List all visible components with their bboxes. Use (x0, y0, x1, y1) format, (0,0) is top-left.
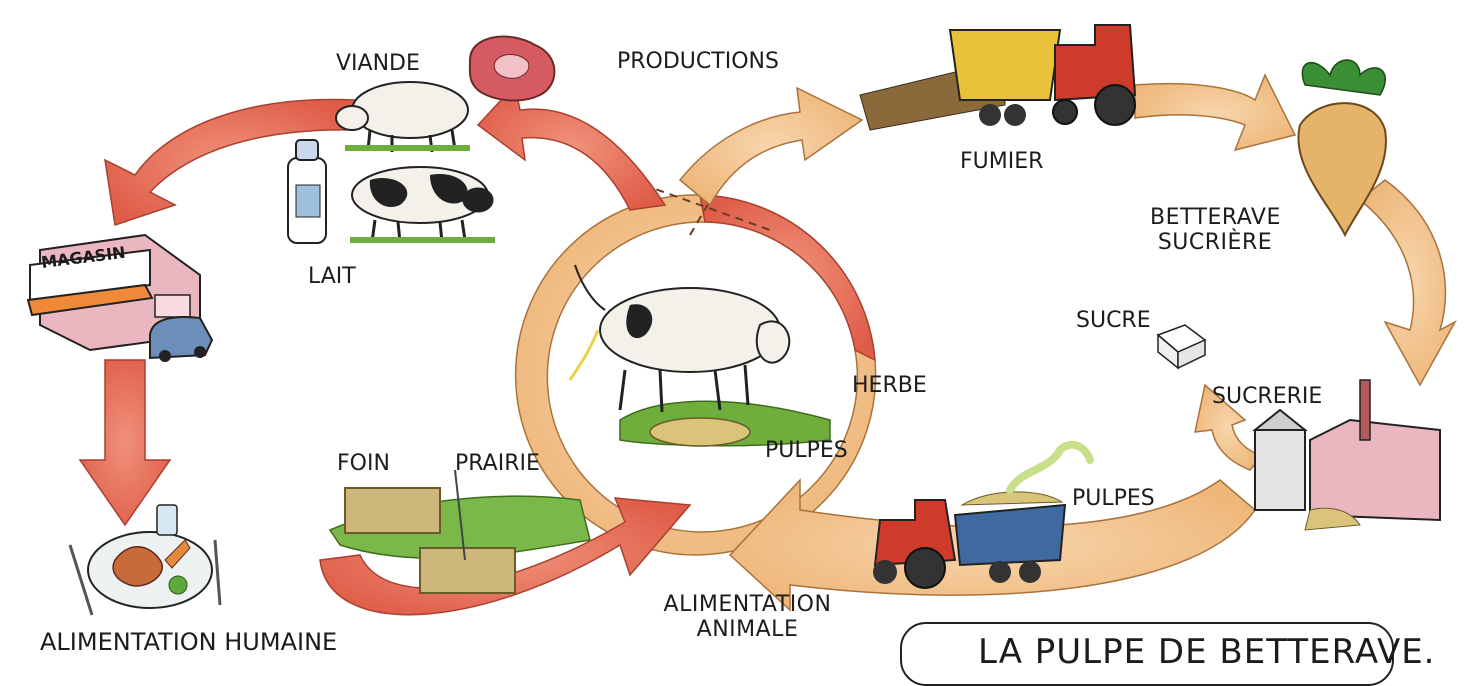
sugar-cube-illustration (1156, 324, 1207, 370)
label-herbe: HERBE (852, 373, 927, 398)
holstein-cow-illustration (350, 166, 495, 243)
arrow-magasin-to-alimentation-humaine (78, 359, 172, 527)
sugar-beet-pulp-cycle-diagram: VIANDE PRODUCTIONS FUMIER MAGASIN LAIT S… (26, 24, 1457, 656)
grazing-cow-illustration (568, 264, 831, 447)
arrow-productions-to-viande (476, 83, 667, 211)
label-prairie: PRAIRIE (455, 451, 540, 476)
meat-steak-illustration (468, 35, 556, 102)
label-sucrerie: SUCRERIE (1212, 384, 1322, 409)
white-cow-illustration (335, 81, 470, 153)
diagram-title: LA PULPE DE BETTERAVE. (978, 632, 1436, 672)
arrow-betterave-to-sucrerie (1358, 179, 1457, 387)
label-sucre: SUCRE (1076, 308, 1151, 333)
magasin-shop-illustration (26, 233, 214, 362)
label-betterave-sucriere: BETTERAVE SUCRIÈRE (1150, 205, 1281, 256)
arrow-fumier-to-betterave (1134, 73, 1297, 152)
sugar-beet-illustration (1297, 59, 1387, 238)
label-alimentation-humaine: ALIMENTATION HUMAINE (40, 628, 337, 656)
arrow-sucrerie-to-sucre (1194, 383, 1264, 471)
label-alimentation-animale: ALIMENTATION ANIMALE (663, 592, 832, 643)
label-pulpes-center: PULPES (765, 438, 848, 463)
pulp-tractor-illustration (873, 440, 1094, 589)
label-productions: PRODUCTIONS (617, 49, 779, 74)
label-foin: FOIN (337, 451, 390, 476)
arrow-viande-to-magasin (104, 98, 356, 226)
label-fumier: FUMIER (960, 149, 1043, 174)
arrow-productions-to-fumier (678, 86, 864, 207)
milk-bottle-illustration (287, 139, 327, 244)
manure-tractor-illustration (859, 24, 1137, 131)
label-pulpes-right: PULPES (1072, 486, 1155, 511)
label-lait: LAIT (308, 264, 356, 289)
central-ring (514, 149, 877, 556)
hay-bales-meadow-illustration (328, 469, 591, 594)
sugar-factory-illustration (1252, 379, 1441, 531)
meal-plate-illustration (68, 504, 222, 616)
label-viande: VIANDE (336, 51, 420, 76)
